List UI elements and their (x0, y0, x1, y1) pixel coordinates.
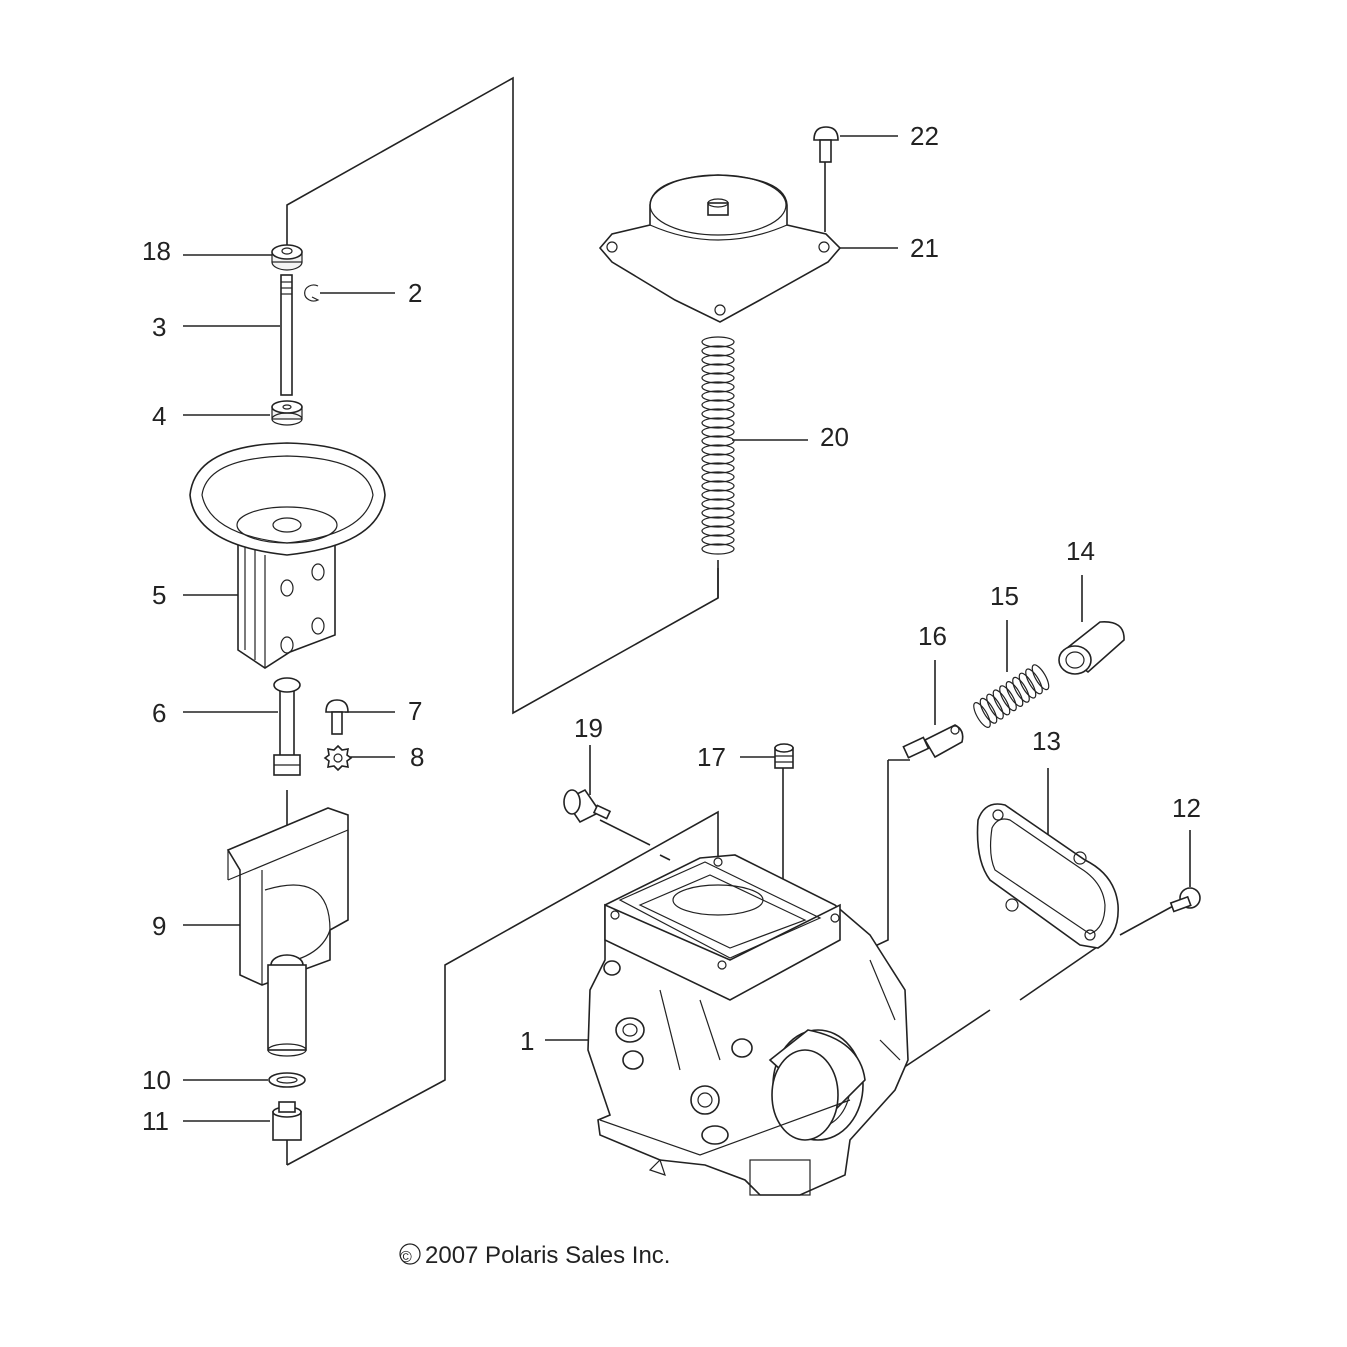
spring-20-coil (701, 363, 735, 375)
part-10-o-ring (268, 1072, 306, 1088)
spring-20-coil (701, 444, 735, 456)
callout-4: 4 (152, 401, 166, 431)
spring-15-coil (999, 685, 1017, 712)
spring-20-coil (701, 462, 735, 474)
spring-20-coil (701, 471, 735, 483)
spring-20-coil (701, 480, 735, 492)
part-13-gasket (976, 803, 1119, 949)
callout-11: 11 (142, 1106, 169, 1136)
spring-15-coil (973, 702, 991, 728)
part-9-holder (226, 807, 349, 1057)
callout-17: 17 (697, 742, 726, 772)
callout-10: 10 (142, 1065, 171, 1095)
spring-20-coil (701, 534, 735, 546)
spring-20-coil (701, 390, 735, 402)
spring-20-coil (701, 354, 735, 366)
callout-18: 18 (142, 236, 171, 266)
spring-20-coil (701, 372, 735, 384)
part-6-needle-jet (273, 677, 301, 776)
spring-15-coil (992, 689, 1011, 716)
spring-20-coil (701, 453, 735, 465)
spring-15-coil (1012, 676, 1030, 703)
callout-labels: 18 2 3 4 5 6 7 8 9 10 11 1 12 13 14 15 1… (142, 121, 1201, 1136)
callout-8: 8 (410, 742, 424, 772)
callout-3: 3 (152, 312, 166, 342)
spring-15-coil (979, 697, 998, 724)
part-15-spring (973, 664, 1050, 728)
part-2-clip (304, 284, 320, 302)
part-1-carburetor-body (587, 854, 909, 1196)
part-7-screw (325, 699, 349, 735)
spring-20-coil (701, 543, 735, 555)
callout-leaders (183, 135, 1191, 1122)
callout-2: 2 (408, 278, 422, 308)
part-22-screw (813, 126, 839, 163)
part-11-main-jet (272, 1101, 302, 1141)
spring-20-coil (701, 399, 735, 411)
spring-20-coil (701, 489, 735, 501)
copyright-notice: © 2007 Polaris Sales Inc. (399, 1242, 670, 1269)
part-5-diaphragm-slide (189, 442, 386, 669)
callout-13: 13 (1032, 726, 1061, 756)
part-19-fitting (563, 788, 612, 824)
spring-20-coil (701, 408, 735, 420)
callout-12: 12 (1172, 793, 1201, 823)
spring-15-coil (1005, 681, 1024, 707)
part-4-washer (271, 400, 303, 426)
spring-20-coil (701, 417, 735, 429)
spring-20-coil (701, 435, 735, 447)
copyright-text: 2007 Polaris Sales Inc. (425, 1242, 670, 1269)
part-18-cap (271, 244, 303, 271)
part-20-spring (701, 336, 735, 598)
spring-15-coil (986, 693, 1004, 720)
spring-20-coil (701, 336, 735, 348)
part-21-top-cover (598, 174, 842, 323)
callout-14: 14 (1066, 536, 1095, 566)
spring-20-coil (701, 426, 735, 438)
callout-7: 7 (408, 696, 422, 726)
copyright-symbol: © (400, 1249, 412, 1266)
callout-21: 21 (910, 233, 939, 263)
spring-20-coil (701, 516, 735, 528)
spring-20-coil (701, 507, 735, 519)
part-12-screw (1169, 887, 1201, 913)
callout-16: 16 (918, 621, 947, 651)
part-14-plug (1058, 621, 1125, 675)
part-17-pilot-screw (774, 743, 794, 769)
callout-1: 1 (520, 1026, 534, 1056)
spring-20-coil (701, 525, 735, 537)
callout-20: 20 (820, 422, 849, 452)
spring-20-coil (701, 381, 735, 393)
part-16-plunger (902, 724, 964, 759)
part-3-needle (280, 274, 293, 396)
callout-19: 19 (574, 713, 603, 743)
callout-9: 9 (152, 911, 166, 941)
spring-15-coil (1031, 664, 1050, 691)
spring-20-coil (701, 498, 735, 510)
callout-15: 15 (990, 581, 1019, 611)
spring-20-coil (701, 345, 735, 357)
spring-15-coil (1025, 668, 1043, 695)
part-8-star-washer (323, 744, 353, 772)
callout-22: 22 (910, 121, 939, 151)
callout-5: 5 (152, 580, 166, 610)
callout-6: 6 (152, 698, 166, 728)
spring-15-coil (1018, 672, 1037, 699)
